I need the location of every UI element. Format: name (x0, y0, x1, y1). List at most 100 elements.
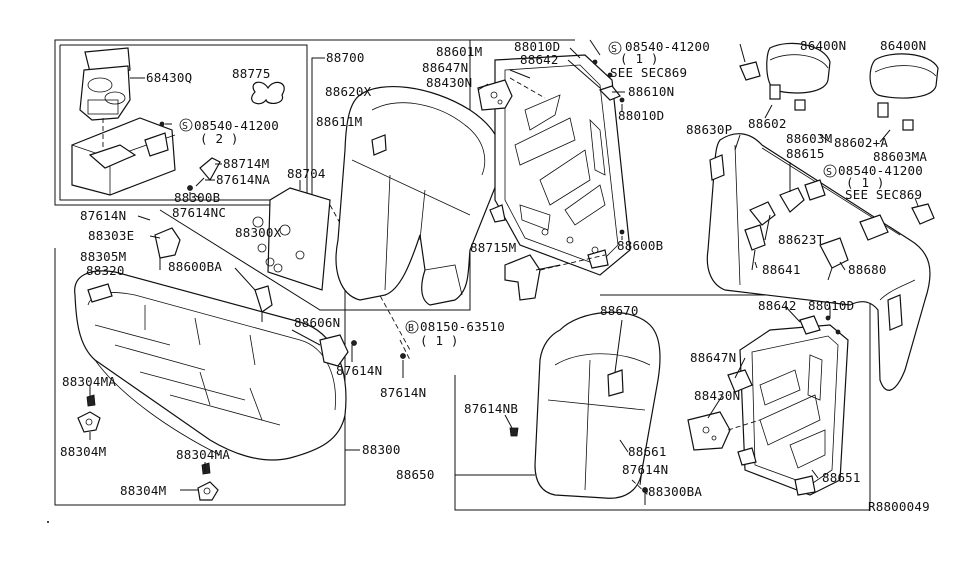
cushion-box-frame (54, 248, 346, 506)
cup-holder (79, 47, 131, 121)
label-88601M: 88601M (436, 44, 482, 59)
label-88304MA-a: 88304MA (62, 374, 116, 389)
s-circle-symbol: S (823, 164, 837, 178)
right-hinge-88615 (779, 179, 826, 213)
lower-right-frame-88651 (737, 324, 849, 496)
label-08150-63510-qty: ( 1 ) (420, 333, 459, 348)
label-88610N: 88610N (628, 84, 674, 99)
label-88300: 88300 (362, 442, 401, 457)
headrest-guide-88602 (769, 84, 806, 111)
label-88630P: 88630P (686, 122, 732, 137)
label-88303E: 88303E (88, 228, 134, 243)
svg-text:S: S (826, 167, 832, 178)
center-strap-88715M (504, 229, 625, 301)
label-88642-a: 88642 (520, 52, 559, 67)
lower-clip-88300BA (642, 487, 648, 505)
svg-text:S: S (611, 44, 617, 55)
label-88650: 88650 (396, 467, 435, 482)
label-see-sec869-b: SEE SEC869 (845, 187, 922, 202)
center-bolt-88642 (598, 85, 621, 101)
center-latch-88430N (477, 79, 513, 111)
label-87614NA: 87614NA (216, 172, 270, 187)
label-88623T: 88623T (778, 232, 825, 247)
label-08540-41200-a-qty: ( 2 ) (200, 131, 239, 146)
label-88430N-b: 88430N (694, 388, 740, 403)
hook-bracket-88600BA (254, 285, 273, 322)
label-08540-41200-c: 08540-41200 (838, 163, 923, 178)
back-panel-88704 (252, 187, 331, 291)
lower-bolt-88642 (799, 315, 821, 335)
label-88010D-c: 88010D (808, 298, 854, 313)
label-88300B: 88300B (174, 190, 220, 205)
label-87614NC: 87614NC (172, 205, 226, 220)
b-circle-symbol: B (405, 320, 419, 334)
label-88704: 88704 (287, 166, 326, 181)
label-88620X: 88620X (325, 84, 372, 99)
label-08540-41200-b: 08540-41200 (625, 39, 710, 54)
label-see-sec869-a: SEE SEC869 (610, 65, 687, 80)
label-88300X: 88300X (235, 225, 282, 240)
label-88642-b: 88642 (758, 298, 797, 313)
right-clip-sec869 (739, 61, 935, 225)
label-88680: 88680 (848, 262, 887, 277)
armrest (71, 117, 176, 196)
label-88603MA: 88603MA (873, 149, 927, 164)
lower-latch-88430N (687, 411, 731, 451)
headrest-guide-88602A (877, 102, 914, 131)
lower-dash (727, 419, 761, 431)
label-88010D-b: 88010D (618, 108, 664, 123)
label-88305M: 88305M (80, 249, 126, 264)
label-08540-41200-a: 08540-41200 (194, 118, 279, 133)
center-seatback (335, 86, 503, 306)
label-88430N-a: 88430N (426, 75, 472, 90)
hook-bracket-88303E (154, 227, 181, 270)
label-88606N: 88606N (294, 315, 340, 330)
cushion-clip-b (201, 462, 211, 475)
label-88641: 88641 (762, 262, 801, 277)
label-08150-63510: 08150-63510 (420, 319, 505, 334)
center-back-frame (489, 54, 631, 276)
label-87614N-a: 87614N (80, 208, 126, 223)
label-87614N-d: 87614N (622, 462, 668, 477)
right-seatback (706, 133, 931, 391)
hook-bracket-88606N (319, 334, 357, 367)
label-68430Q: 68430Q (146, 70, 192, 85)
label-88600BA: 88600BA (168, 259, 222, 274)
seatback-box-frame (159, 39, 471, 311)
center-dash-b (539, 254, 606, 271)
label-87614NB: 87614NB (464, 401, 518, 416)
center-dash-a (509, 77, 546, 99)
label-86400N-a: 86400N (800, 38, 846, 53)
label-88715M: 88715M (470, 240, 516, 255)
lid-pad (251, 81, 285, 105)
cushion-clip-a (86, 394, 96, 407)
headrest-right (869, 53, 939, 99)
label-88320: 88320 (86, 263, 125, 278)
label-88647N-b: 88647N (690, 350, 736, 365)
lower-clip-87614NB (509, 427, 519, 437)
label-88602A: 88602+A (834, 135, 888, 150)
label-87614N-c: 87614N (380, 385, 426, 400)
label-88611M: 88611M (316, 114, 362, 129)
label-86400N-b: 86400N (880, 38, 926, 53)
cushion-hook-a (77, 411, 101, 433)
label-88304M-b: 88304M (120, 483, 166, 498)
clip-88300B (187, 185, 193, 200)
label-88603M: 88603M (786, 131, 832, 146)
label-88304MA-b: 88304MA (176, 447, 230, 462)
label-88651: 88651 (822, 470, 861, 485)
label-08540-41200-c-qty: ( 1 ) (846, 175, 885, 190)
lower-right-seatback (534, 311, 661, 499)
s-circle-symbol: S (608, 41, 622, 55)
label-88600B: 88600B (617, 238, 663, 253)
svg-text:S: S (182, 121, 188, 132)
cushion-hook-b (197, 481, 219, 501)
label-87614N-b: 87614N (336, 363, 382, 378)
lower-plate-88647N (727, 369, 753, 393)
label-88010D-a: 88010D (514, 39, 560, 54)
right-lock-88641 (744, 224, 849, 281)
leader-lines (89, 39, 919, 493)
center-screws-88010D (592, 59, 625, 103)
